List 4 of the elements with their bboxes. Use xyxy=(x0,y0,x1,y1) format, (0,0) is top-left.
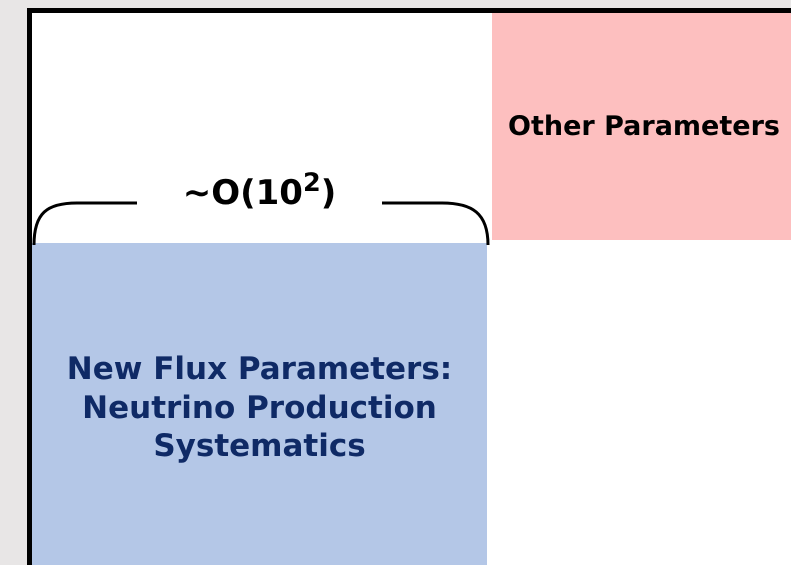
block-label: New Flux Parameters: Neutrino Production Systematics xyxy=(66,350,454,466)
parameter-block xyxy=(32,243,487,565)
block-label: Other Parameters xyxy=(508,110,780,144)
parameter-block xyxy=(492,13,791,240)
